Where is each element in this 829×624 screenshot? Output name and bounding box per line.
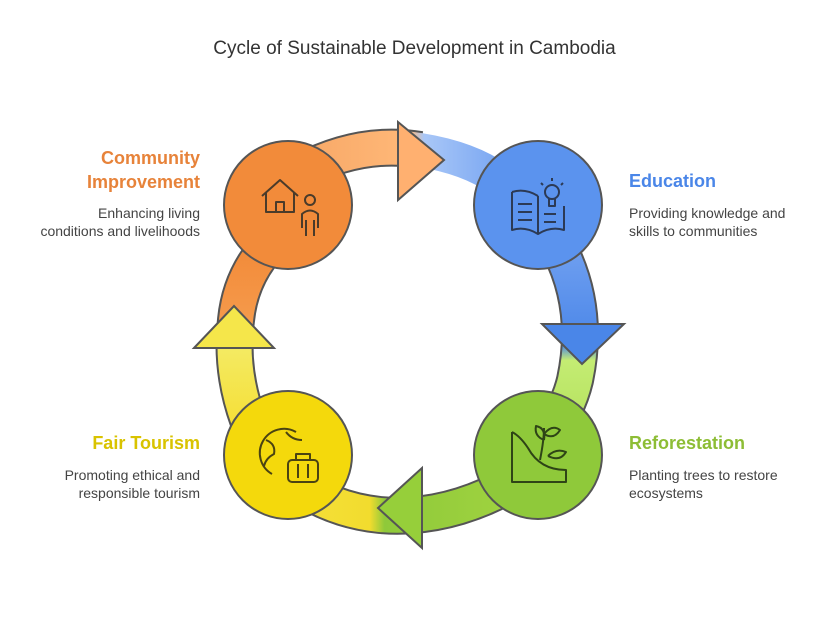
stage-circle-education [473, 140, 603, 270]
sprout-hill-icon [511, 425, 567, 483]
stage-desc-education-line2: skills to communities [629, 223, 758, 239]
stage-desc-community-line1: Enhancing living [98, 205, 200, 221]
house-person-icon [261, 179, 319, 236]
stage-desc-community-line2: conditions and livelihoods [40, 223, 200, 239]
globe-luggage-icon [258, 427, 319, 483]
stage-desc-reforestation-line1: Planting trees to restore [629, 467, 778, 483]
stage-label-community-line2: Improvement [86, 172, 200, 192]
stage-circle-tourism [223, 390, 353, 520]
arrow-tourism-to-community [191, 237, 280, 427]
diagram-title: Cycle of Sustainable Development in Camb… [213, 38, 616, 59]
stage-label-tourism: Fair Tourism [92, 433, 200, 453]
stage-circle-community [223, 140, 353, 270]
stage-circle-reforestation [473, 390, 603, 520]
stage-desc-tourism-line2: responsible tourism [78, 485, 200, 501]
book-lightbulb-icon [511, 178, 565, 235]
stage-label-community: Community Improvement [40, 146, 200, 194]
stage-desc-community: Enhancing living conditions and liveliho… [20, 204, 200, 240]
stage-label-education: Education [629, 171, 717, 191]
stage-desc-reforestation: Planting trees to restore ecosystems [629, 466, 824, 502]
stage-label-reforestation: Reforestation [629, 433, 746, 453]
stage-label-community-line1: Community [101, 148, 200, 168]
stage-desc-tourism-line1: Promoting ethical and [64, 467, 200, 483]
stage-desc-education: Providing knowledge and skills to commun… [629, 204, 824, 240]
stage-desc-tourism: Promoting ethical and responsible touris… [20, 466, 200, 502]
stage-desc-reforestation-line2: ecosystems [629, 485, 703, 501]
stage-desc-education-line1: Providing knowledge and [629, 205, 786, 221]
